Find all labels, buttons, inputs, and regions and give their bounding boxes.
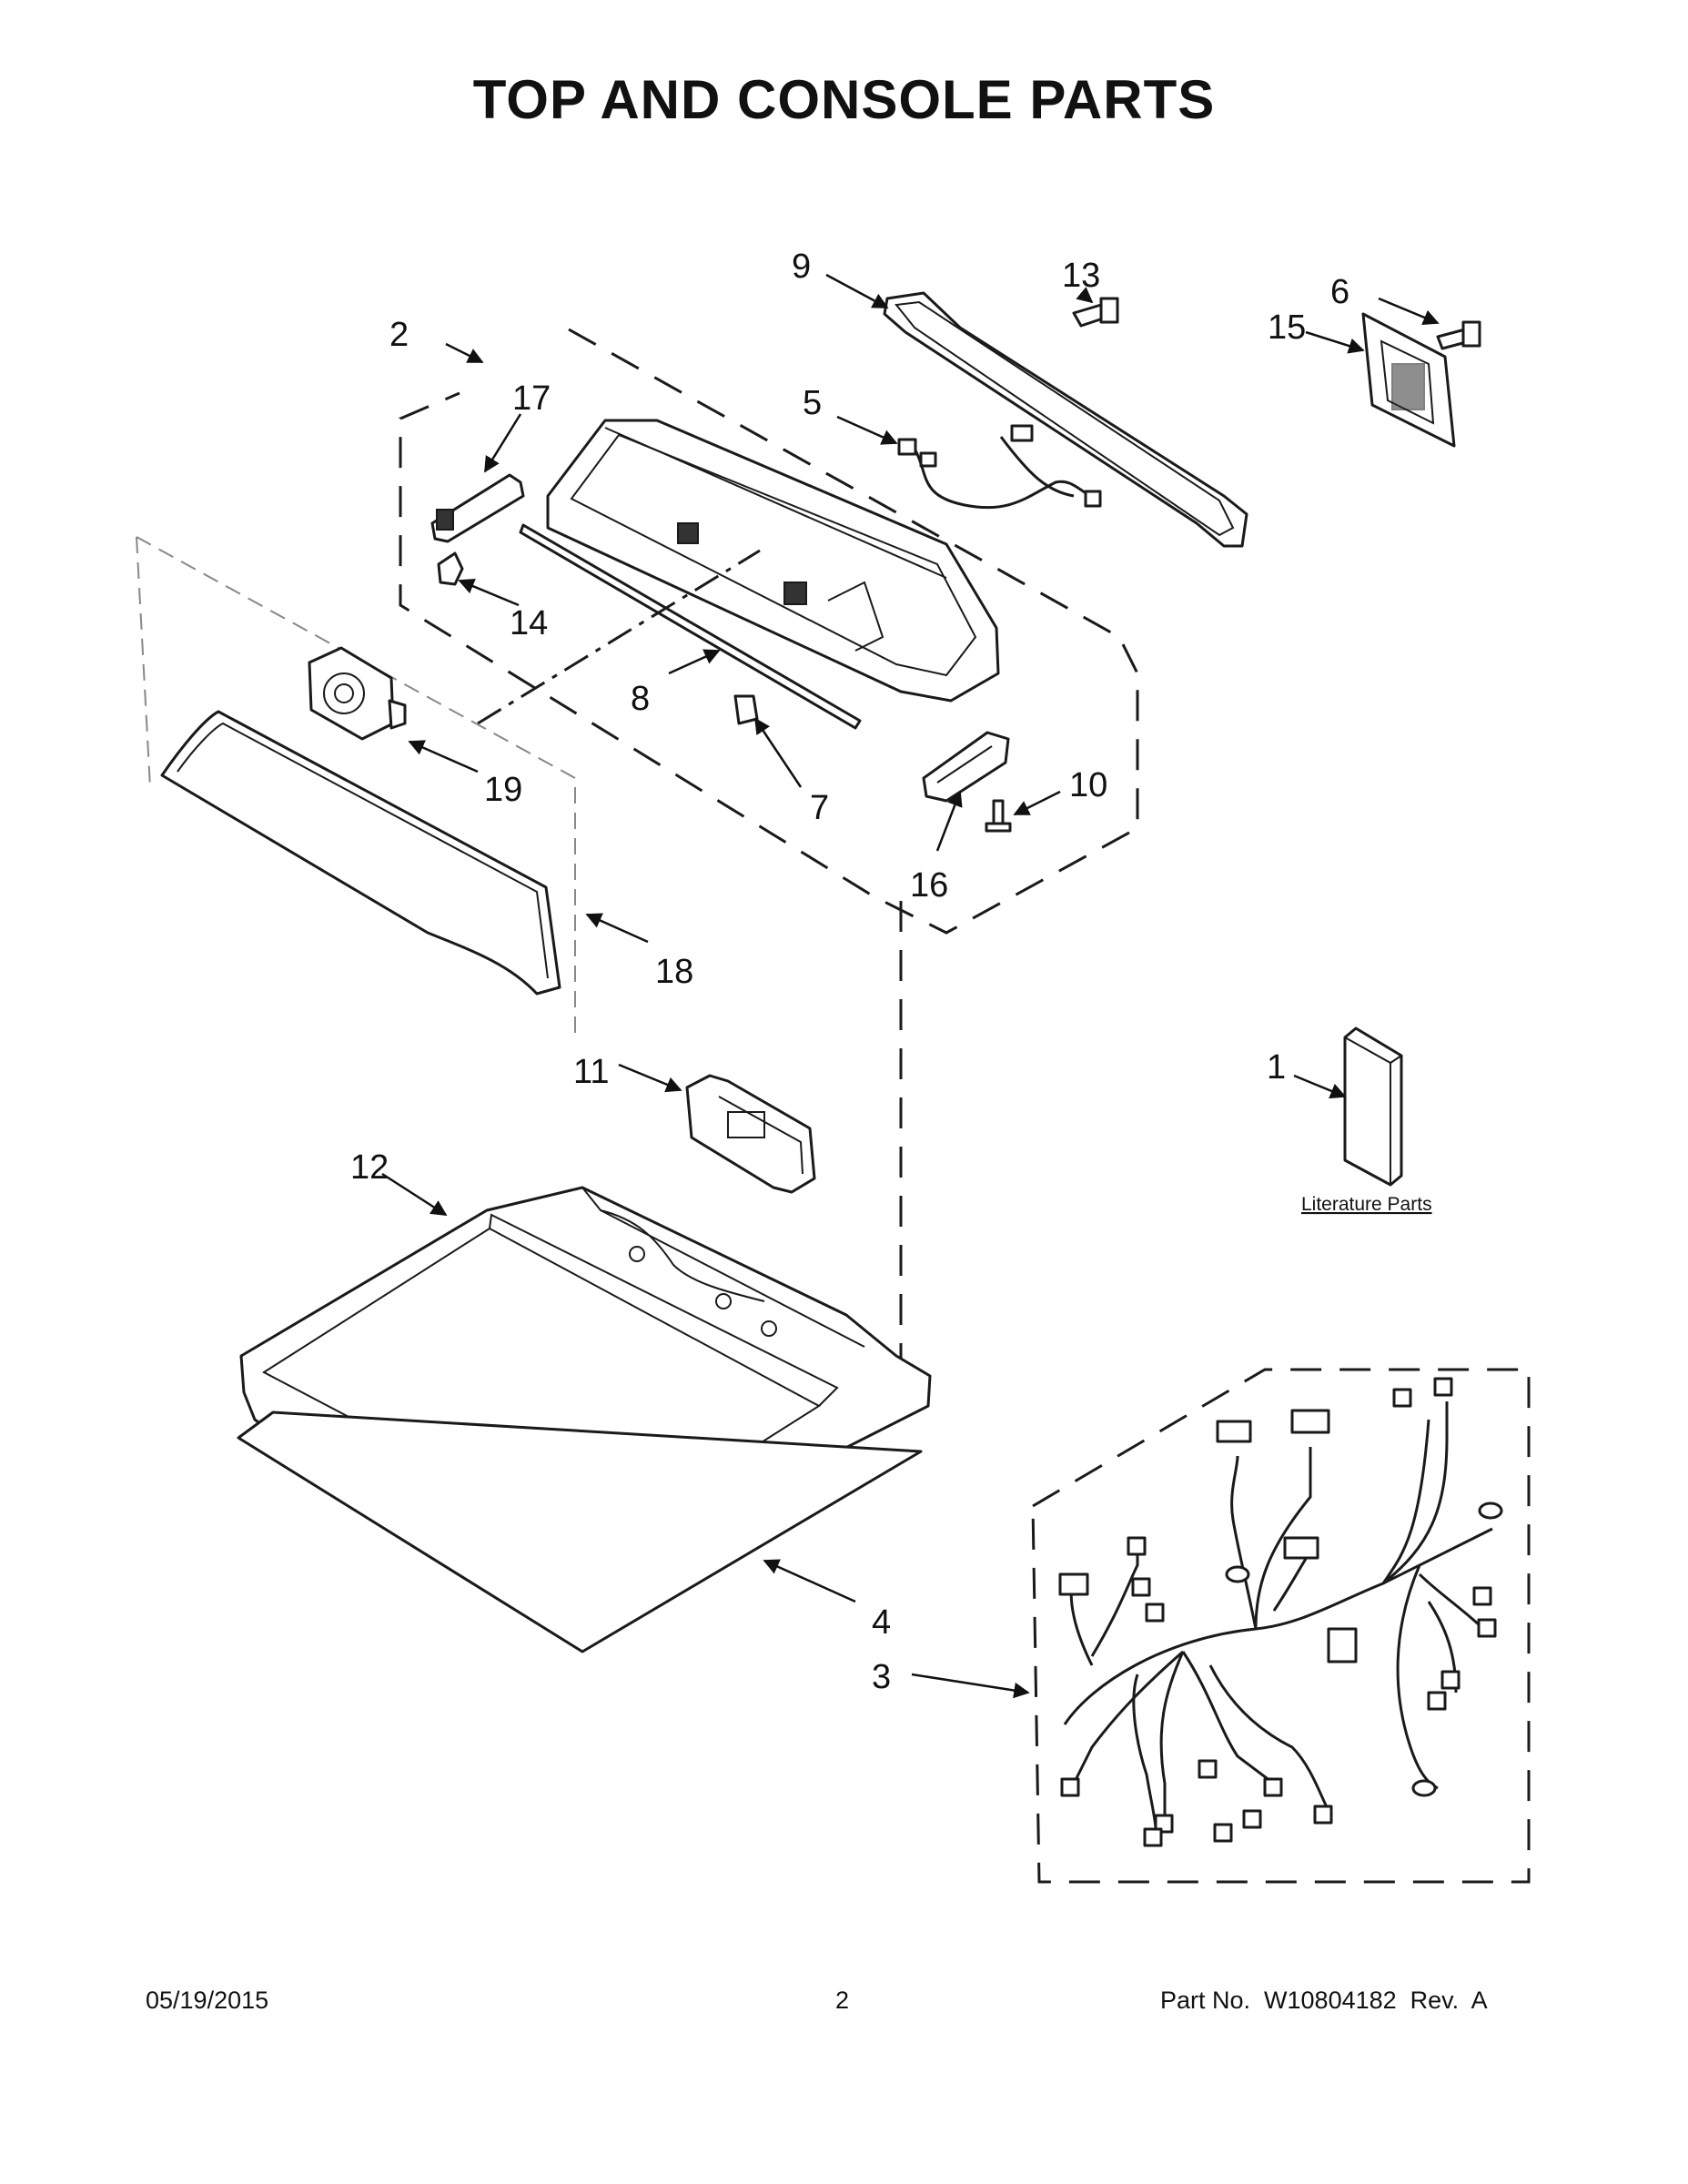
part-8-strip [519, 523, 862, 730]
callout-9: 9 [792, 248, 811, 286]
alignment-line [477, 549, 761, 725]
callout-11: 11 [573, 1053, 609, 1091]
part-16-bracket [922, 731, 1010, 803]
page-title: TOP AND CONSOLE PARTS [472, 69, 1216, 130]
callout-15: 15 [1268, 308, 1306, 347]
callout-10: 10 [1069, 766, 1107, 804]
harness-group-outline [1031, 1368, 1531, 1884]
part-6-screw [1436, 320, 1481, 350]
callout-16: 16 [910, 866, 948, 905]
part-7-clip [733, 694, 759, 725]
callout-3: 3 [872, 1658, 891, 1696]
footer-date: 05/19/2015 [146, 1987, 269, 2014]
part-3-harness [1058, 1377, 1503, 1847]
part-4-pad [237, 1410, 923, 1653]
part-11-module [685, 1074, 816, 1194]
callout-5: 5 [803, 384, 822, 422]
bezel-group-outline [136, 536, 576, 1033]
callout-7: 7 [810, 789, 829, 827]
callout-18: 18 [655, 953, 693, 991]
callout-numbers: 2 17 9 13 6 15 5 14 8 7 10 16 19 18 11 1… [350, 248, 1349, 1696]
callout-leaders [381, 273, 1440, 1699]
callout-13: 13 [1062, 257, 1100, 295]
callout-14: 14 [510, 604, 548, 642]
footer-part-number: Part No. W10804182 Rev. A [1160, 1987, 1488, 2014]
callout-2: 2 [389, 316, 409, 354]
callout-6: 6 [1330, 273, 1349, 311]
part-19-module [308, 646, 407, 741]
callout-8: 8 [631, 680, 650, 718]
callout-4: 4 [872, 1603, 891, 1642]
part-14-clip [437, 551, 464, 586]
literature-parts-label: Literature Parts [1301, 1194, 1432, 1215]
part-18-bezel [160, 710, 561, 996]
console-housing [546, 419, 1000, 703]
callout-1: 1 [1267, 1048, 1286, 1087]
callout-19: 19 [484, 771, 522, 809]
part-9-trim [883, 291, 1248, 548]
part-5-harness [897, 424, 1102, 510]
part-1-literature [1343, 1026, 1403, 1187]
footer-page-number: 2 [835, 1987, 850, 2014]
part-13-screw [1072, 297, 1119, 328]
console-group-outline [399, 328, 1139, 935]
callout-17: 17 [512, 379, 551, 418]
part-15-bracket [1361, 312, 1456, 448]
part-10-screw [985, 799, 1012, 833]
callout-12: 12 [350, 1148, 389, 1187]
part-17-bracket [430, 473, 525, 543]
